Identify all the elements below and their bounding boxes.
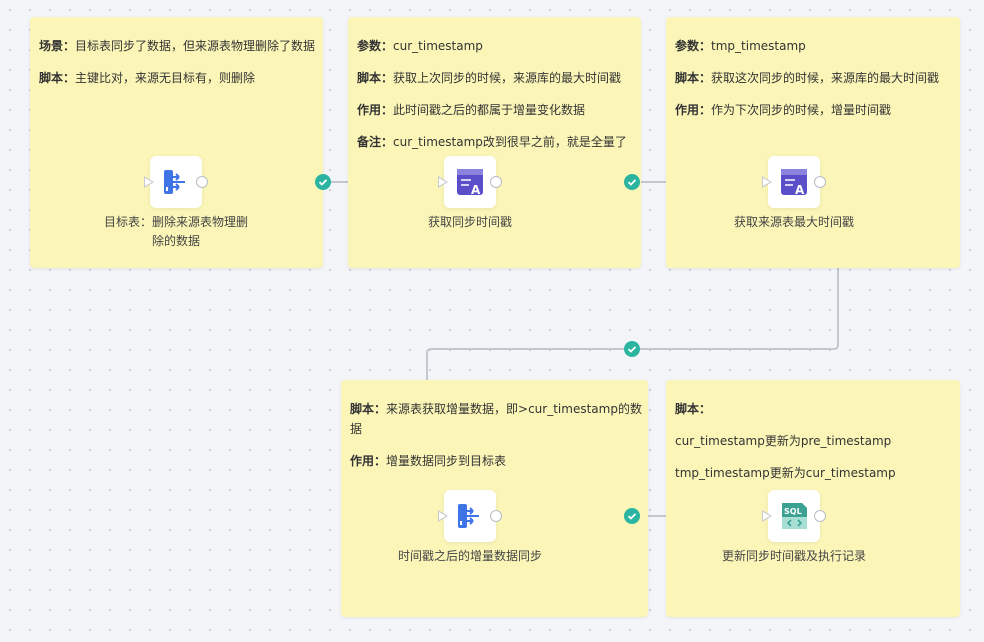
output-port[interactable] [196, 176, 208, 188]
node-label: 更新同步时间戳及执行记录 [721, 549, 866, 563]
success-check-icon [624, 508, 640, 524]
sql-icon: SQL [782, 503, 807, 529]
card-line: 脚本： [675, 402, 712, 416]
node-incremental-sync[interactable] [438, 490, 502, 542]
output-port[interactable] [814, 176, 826, 188]
variable-assign-icon: A [781, 169, 807, 196]
output-port[interactable] [490, 176, 502, 188]
card-line: 脚本：获取上次同步的时候，来源库的最大时间戳 [357, 71, 622, 85]
card-line: tmp_timestamp更新为cur_timestamp [675, 466, 896, 480]
node-get-cur-timestamp[interactable]: A [438, 156, 502, 208]
output-port[interactable] [814, 510, 826, 522]
node-delete-sync[interactable] [144, 156, 208, 208]
card-line: 脚本：来源表获取增量数据，即>cur_timestamp的数据 [350, 402, 642, 436]
card-line: 参数：tmp_timestamp [675, 39, 806, 53]
node-label: 获取来源表最大时间戳 [733, 215, 854, 229]
input-port[interactable] [762, 176, 772, 188]
input-port[interactable] [144, 176, 154, 188]
data-sync-icon [164, 170, 185, 194]
node-get-tmp-timestamp[interactable]: A [762, 156, 826, 208]
svg-text:SQL: SQL [784, 507, 802, 516]
card-line: 作用：增量数据同步到目标表 [350, 454, 507, 468]
node-label: 获取同步时间戳 [427, 215, 512, 229]
svg-text:A: A [795, 183, 805, 196]
card-get-cur-timestamp: 参数：cur_timestamp 脚本：获取上次同步的时候，来源库的最大时间戳 … [348, 17, 641, 268]
node-update-timestamp[interactable]: SQL [762, 490, 826, 542]
card-get-tmp-timestamp: 参数：tmp_timestamp 脚本：获取这次同步的时候，来源库的最大时间戳 … [666, 17, 960, 268]
card-line: 脚本：获取这次同步的时候，来源库的最大时间戳 [675, 71, 940, 85]
card-delete-sync: 场景：目标表同步了数据，但来源表物理删除了数据 脚本：主键比对，来源无目标有，则… [30, 17, 323, 268]
data-sync-icon [458, 504, 479, 528]
input-port[interactable] [762, 510, 772, 522]
success-check-icon [624, 341, 640, 357]
svg-text:A: A [471, 183, 481, 196]
node-label: 目标表：删除来源表物理删除的数据 [103, 215, 248, 248]
success-check-icon [624, 174, 640, 190]
success-check-icon [315, 174, 331, 190]
output-port[interactable] [490, 510, 502, 522]
input-port[interactable] [438, 510, 448, 522]
card-line: 脚本：主键比对，来源无目标有，则删除 [39, 71, 256, 85]
card-line: 参数：cur_timestamp [357, 39, 483, 53]
variable-assign-icon: A [457, 169, 483, 196]
card-line: 备注：cur_timestamp改到很早之前，就是全量了 [357, 135, 627, 149]
card-line: 作用：此时间戳之后的都属于增量变化数据 [357, 103, 586, 117]
card-line: 场景：目标表同步了数据，但来源表物理删除了数据 [39, 39, 316, 53]
card-line: 作用：作为下次同步的时候，增量时间戳 [675, 103, 892, 117]
card-line: cur_timestamp更新为pre_timestamp [675, 434, 892, 448]
node-label: 时间戳之后的增量数据同步 [397, 549, 542, 563]
input-port[interactable] [438, 176, 448, 188]
